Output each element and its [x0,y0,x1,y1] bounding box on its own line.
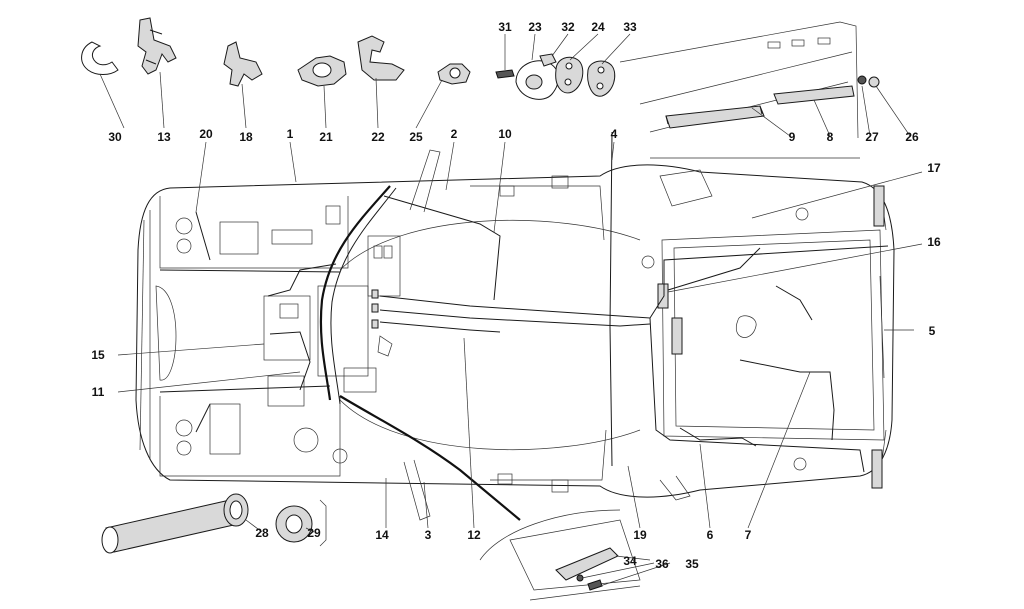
front-compartment [159,196,349,477]
engine-compartment [641,169,885,501]
callout-10: 10 [498,127,512,141]
callout-13: 13 [157,130,171,144]
callout-23: 23 [528,20,542,34]
part-21-grommet [297,55,347,87]
callout-15: 15 [91,348,105,362]
callout-22: 22 [371,130,385,144]
part-35-screw [587,579,603,591]
bracket-29-bracket [319,499,327,547]
part-23-flange [515,60,559,100]
cabin-area [339,149,641,521]
callout-32: 32 [561,20,575,34]
callout-5: 5 [929,324,936,338]
part-31-screw [495,69,515,79]
callout-7: 7 [745,528,752,542]
leader-lines [99,33,923,587]
callout-29: 29 [307,526,321,540]
callout-4: 4 [611,127,618,141]
callout-6: 6 [707,528,714,542]
part-28-tube [101,493,249,554]
callout-30: 30 [108,130,122,144]
callout-27: 27 [865,130,879,144]
part-13-double-clip [137,17,177,75]
callout-17: 17 [927,161,941,175]
part-34-sill-bracket [555,547,619,581]
callout-28: 28 [255,526,269,540]
part-24-grommet [555,56,584,94]
part-25-p-clip [437,63,471,85]
part-18-clip [223,41,263,87]
harness-lines [159,131,889,521]
door-sill-inset [479,509,641,601]
part-9-bracket [665,105,765,129]
callout-3: 3 [425,528,432,542]
part-30-cable-clip [81,41,119,75]
part-29-grommet [275,505,313,543]
callout-35: 35 [685,557,699,571]
callout-16: 16 [927,235,941,249]
callout-11: 11 [92,385,105,399]
callout-31: 31 [498,20,512,34]
callout-20: 20 [199,127,213,141]
callout-8: 8 [827,130,834,144]
callout-12: 12 [467,528,481,542]
part-27-washer [857,75,867,85]
callout-18: 18 [239,130,253,144]
callout-24: 24 [591,20,605,34]
callout-33: 33 [623,20,637,34]
callout-labels: 30 13 20 18 1 21 22 25 2 10 4 31 23 32 2… [91,20,941,571]
callout-2: 2 [451,127,458,141]
part-26-nut [868,76,880,88]
part-33-grommet [587,60,616,97]
callout-26: 26 [905,130,919,144]
callout-9: 9 [789,130,796,144]
callout-21: 21 [319,130,333,144]
part-22-bracket-clip [357,35,405,81]
callout-1: 1 [287,127,294,141]
callout-34: 34 [623,554,637,568]
callout-25: 25 [409,130,423,144]
callout-36: 36 [655,557,669,571]
callout-19: 19 [633,528,647,542]
dashboard-area [263,235,401,393]
callout-14: 14 [375,528,389,542]
part-32-nut [539,53,557,67]
part-8-bracket [773,85,855,105]
